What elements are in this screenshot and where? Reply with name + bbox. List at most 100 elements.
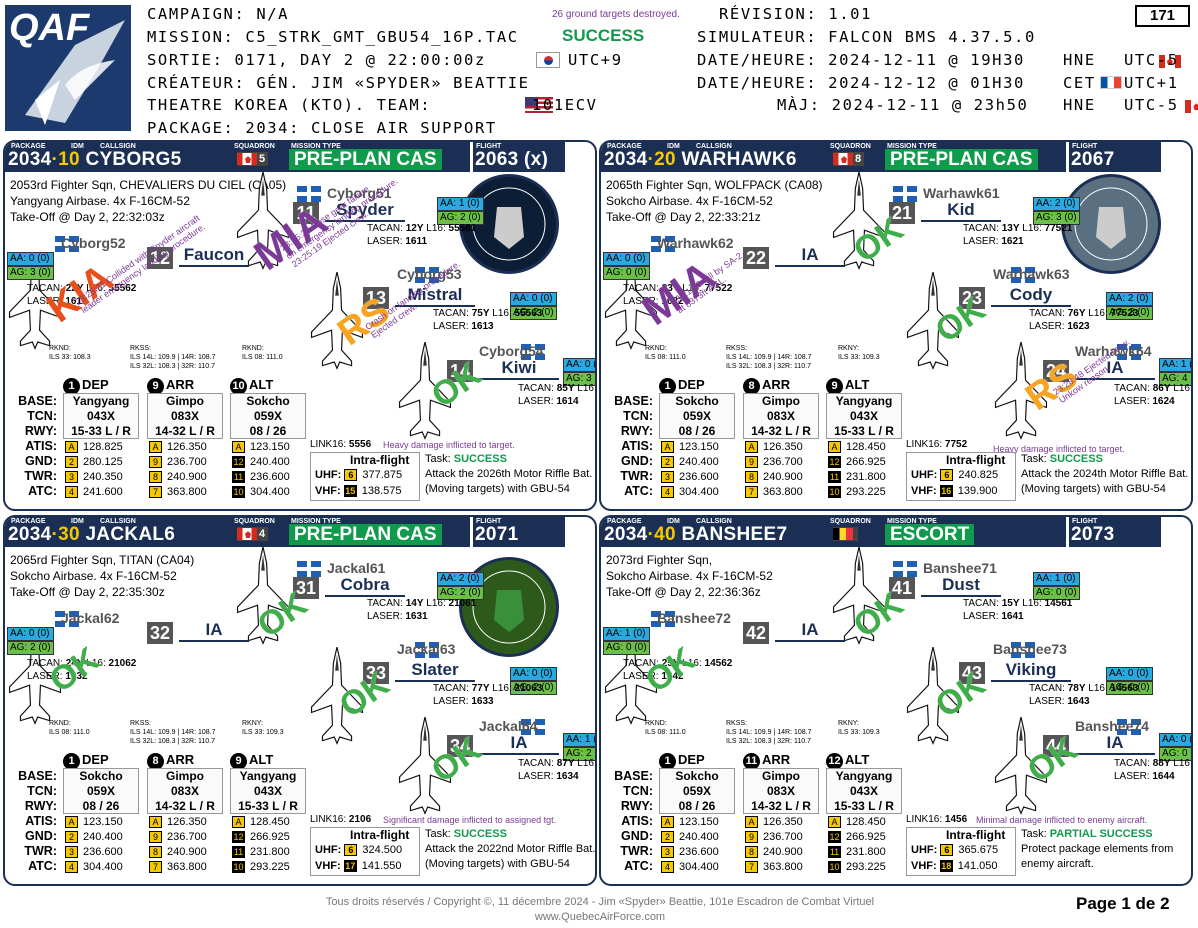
arr-base: Gimpo: [762, 394, 800, 408]
arr-runway: 14-32 L / R: [751, 424, 811, 438]
f16-jet-icon: [903, 646, 963, 752]
dep-base-box: [659, 393, 735, 439]
laser-label: LASER:: [367, 611, 403, 622]
ils-info-3: RKNY:ILS 33: 109.3: [838, 719, 880, 737]
ils-value: ILS 08: 111.0: [242, 354, 283, 361]
pilot-name: IA: [1075, 733, 1155, 755]
arr-base-box: [147, 393, 223, 439]
alt-tacan: 043X: [849, 784, 879, 798]
l16-value: 55562: [108, 283, 137, 294]
arr-tacan: 083X: [170, 409, 200, 423]
pilot-callsign: Jackal61: [327, 560, 386, 576]
link16-value: 7752: [944, 439, 968, 450]
pilot-callsign: Cyborg52: [61, 235, 126, 251]
ag-score: AG: 0 (0): [603, 266, 650, 280]
aa-ag-score: AA: 1 (0)AG: 2 (0): [437, 197, 484, 225]
laser-label: LASER:: [963, 611, 999, 622]
campaign-line: CAMPAIGN: N/A: [147, 5, 290, 23]
row-label-rwy: RWY:: [620, 799, 653, 813]
aa-ag-score: AA: 2 (0)AG: 3 (0): [1033, 197, 1080, 225]
tacan-label: TACAN:: [623, 283, 659, 294]
l16-value: 77521: [1044, 223, 1073, 234]
ils-title: RKSS:: [726, 720, 748, 727]
frequency: 123.150: [250, 441, 290, 453]
laser-label: LASER:: [623, 296, 659, 307]
tacan-label: TACAN:: [27, 658, 63, 669]
ils-value: ILS 33: 109.3: [242, 729, 284, 736]
laser-value: 1621: [1001, 236, 1024, 247]
tacan-value: 12Y: [405, 223, 424, 234]
intra-flight-box: [906, 827, 1016, 876]
channel-badge: 7: [745, 861, 758, 874]
tacan-value: 23Y: [661, 283, 680, 294]
f16-jet-icon: [903, 271, 963, 377]
idm-number: 20: [654, 149, 676, 170]
arr-base-box: [743, 393, 819, 439]
channel-badge: A: [232, 441, 245, 454]
date1-utc: UTC-5: [1124, 51, 1179, 69]
pilot-number: 34: [447, 735, 473, 757]
task-label: Task:: [425, 828, 451, 840]
laser-label: LASER:: [1114, 396, 1150, 407]
tacan-value: 15Y: [1001, 598, 1020, 609]
uhf-channel: 6: [344, 844, 358, 857]
dep-number-badge: 1: [659, 753, 676, 770]
link16-value: 5556: [348, 439, 372, 450]
frequency: 240.900: [167, 846, 207, 858]
ag-score: AG: 3 (0): [563, 372, 595, 386]
frequency: 240.400: [679, 456, 719, 468]
mission-result: SUCCESS: [562, 26, 645, 45]
laser-value: 1614: [556, 396, 579, 407]
frequency: 236.700: [167, 456, 207, 468]
row-label-twr: TWR:: [24, 844, 57, 858]
ag-score: AG: 3 (0): [7, 266, 54, 280]
laser-label: LASER:: [518, 771, 554, 782]
alt-number-badge: 12: [826, 753, 843, 770]
squadron-number: 8: [855, 153, 862, 165]
quebec-flag-icon: [521, 343, 545, 360]
footer-url[interactable]: www.QuebecAirForce.com: [534, 911, 666, 923]
simulator-line: SIMULATEUR: FALCON BMS 4.37.5.0: [697, 28, 1036, 46]
laser-label: LASER:: [1029, 321, 1065, 332]
alt-runway: 15-33 L / R: [238, 799, 298, 813]
canada-flag-icon: [833, 153, 853, 166]
aa-ag-score: AA: 0 (0)AG: 2 (0): [510, 292, 557, 320]
laser-value: 1631: [405, 611, 428, 622]
ag-score: AG: 0 (0): [603, 641, 650, 655]
mission-type: ESCORT: [885, 524, 975, 545]
label-idm: IDM: [71, 143, 84, 150]
pilot-callsign: Warhawk61: [923, 185, 1000, 201]
aa-ag-score: AA: 0 (0)AG: 2 (0): [510, 667, 557, 695]
frequency: 304.400: [83, 861, 123, 873]
pilot-number: 32: [147, 622, 173, 644]
maj-line: MÀJ: 2024-12-11 @ 23h50: [777, 96, 1029, 114]
channel-badge: A: [745, 441, 758, 454]
arr-base-box: [147, 768, 223, 814]
dep-tacan: 059X: [682, 409, 712, 423]
mission-type: PRE-PLAN CAS: [289, 524, 442, 545]
quebec-flag-icon: [1011, 641, 1035, 658]
ils-value: ILS 14L: 109.9 | 14R: 108.7: [130, 354, 216, 361]
aa-ag-score: AA: 1 (0)AG: 0 (0): [603, 627, 650, 655]
dep-tacan: 059X: [682, 784, 712, 798]
laser-label: LASER:: [1114, 771, 1150, 782]
aa-ag-score: AA: 0 (0)AG: 0 (0): [1106, 667, 1153, 695]
ils-value: ILS 32L: 108.3 | 32R: 110.7: [130, 738, 215, 745]
row-label-base: BASE:: [18, 769, 57, 783]
tacan-value: 76Y: [1067, 308, 1086, 319]
label-package: PACKAGE: [11, 518, 46, 525]
l16-value: 55563: [514, 308, 543, 319]
